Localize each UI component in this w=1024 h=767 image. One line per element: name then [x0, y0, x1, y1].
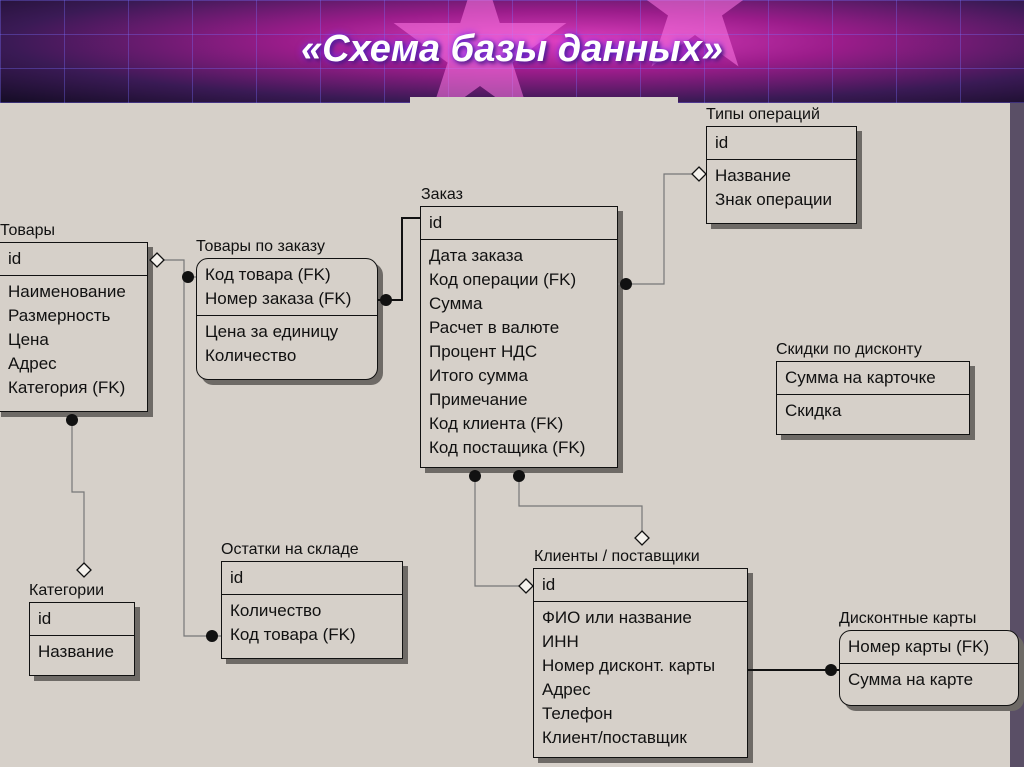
- entity-tovary-po-zakazu-pk: Код товара (FK) Номер заказа (FK): [197, 259, 377, 316]
- entity-diskontnye-karty-attrs: Сумма на карте: [840, 664, 1018, 696]
- attr: ФИО или название: [542, 608, 692, 627]
- entity-klienty-attrs: ФИО или название ИНН Номер дисконт. карт…: [534, 602, 747, 754]
- attr: ИНН: [542, 632, 579, 651]
- entity-ostatki-pk: id: [222, 562, 402, 595]
- attr: Цена за единицу: [205, 322, 339, 341]
- attr: Итого сумма: [429, 366, 528, 385]
- entity-title-diskontnye-karty: Дисконтные карты: [839, 610, 977, 627]
- entity-ostatki-attrs: Количество Код товара (FK): [222, 595, 402, 651]
- entity-tovary-pk: id: [0, 243, 147, 276]
- entity-tovary-po-zakazu-attrs: Цена за единицу Количество: [197, 316, 377, 372]
- attr: Сумма на карте: [848, 670, 974, 689]
- entity-diskontnye-karty[interactable]: Номер карты (FK) Сумма на карте: [839, 630, 1019, 706]
- pk-row: Код товара (FK): [205, 265, 331, 284]
- attr: Код постащика (FK): [429, 438, 586, 457]
- attr: Наименование: [8, 282, 126, 301]
- attr: Название: [38, 642, 114, 661]
- entity-title-ostatki: Остатки на складе: [221, 541, 359, 558]
- attr: Примечание: [429, 390, 528, 409]
- attr: Адрес: [542, 680, 591, 699]
- attr: Сумма: [429, 294, 483, 313]
- entity-tipy-operaciy-attrs: Название Знак операции: [707, 160, 856, 216]
- entity-tovary[interactable]: id Наименование Размерность Цена Адрес К…: [0, 242, 148, 412]
- entity-skidki-pk: Сумма на карточке: [777, 362, 969, 395]
- entity-tipy-operaciy[interactable]: id Название Знак операции: [706, 126, 857, 224]
- entity-title-tipy-operaciy: Типы операций: [706, 106, 820, 123]
- entity-klienty[interactable]: id ФИО или название ИНН Номер дисконт. к…: [533, 568, 748, 758]
- entity-tipy-operaciy-pk: id: [707, 127, 856, 160]
- entity-kategorii[interactable]: id Название: [29, 602, 135, 676]
- entity-zakaz-attrs: Дата заказа Код операции (FK) Сумма Расч…: [421, 240, 617, 464]
- entity-kategorii-pk: id: [30, 603, 134, 636]
- attr: Расчет в валюте: [429, 318, 560, 337]
- attr: Количество: [205, 346, 297, 365]
- entity-title-tovary-po-zakazu: Товары по заказу: [196, 238, 325, 255]
- entity-title-zakaz: Заказ: [421, 186, 463, 203]
- attr: Телефон: [542, 704, 613, 723]
- entity-title-kategorii: Категории: [29, 582, 105, 599]
- entity-ostatki[interactable]: id Количество Код товара (FK): [221, 561, 403, 659]
- attr: Клиент/поставщик: [542, 728, 687, 747]
- attr: Цена: [8, 330, 49, 349]
- attr: Знак операции: [715, 190, 833, 209]
- attr: Категория (FK): [8, 378, 126, 397]
- attr: Адрес: [8, 354, 57, 373]
- attr: Название: [715, 166, 791, 185]
- attr: Дата заказа: [429, 246, 523, 265]
- attr: Код клиента (FK): [429, 414, 564, 433]
- entity-diskontnye-karty-pk: Номер карты (FK): [840, 631, 1018, 664]
- attr: Номер дисконт. карты: [542, 656, 716, 675]
- entity-tovary-po-zakazu[interactable]: Код товара (FK) Номер заказа (FK) Цена з…: [196, 258, 378, 380]
- attr: Код операции (FK): [429, 270, 577, 289]
- entity-skidki[interactable]: Сумма на карточке Скидка: [776, 361, 970, 435]
- entity-tovary-attrs: Наименование Размерность Цена Адрес Кате…: [0, 276, 147, 404]
- entity-skidki-attrs: Скидка: [777, 395, 969, 427]
- page-title: «Схема базы данных»: [300, 28, 723, 70]
- entity-title-tovary: Товары: [0, 222, 56, 239]
- entity-klienty-pk: id: [534, 569, 747, 602]
- entity-zakaz-pk: id: [421, 207, 617, 240]
- attr: Скидка: [785, 401, 842, 420]
- title-banner: [0, 0, 1024, 103]
- entity-title-skidki: Скидки по дисконту: [776, 341, 922, 358]
- attr: Количество: [230, 601, 322, 620]
- attr: Размерность: [8, 306, 111, 325]
- entity-kategorii-attrs: Название: [30, 636, 134, 668]
- attr: Код товара (FK): [230, 625, 356, 644]
- entity-title-klienty: Клиенты / поставщики: [534, 548, 700, 565]
- entity-zakaz[interactable]: id Дата заказа Код операции (FK) Сумма Р…: [420, 206, 618, 468]
- banner-notch: [410, 97, 678, 103]
- pk-row: Номер заказа (FK): [205, 289, 352, 308]
- attr: Процент НДС: [429, 342, 538, 361]
